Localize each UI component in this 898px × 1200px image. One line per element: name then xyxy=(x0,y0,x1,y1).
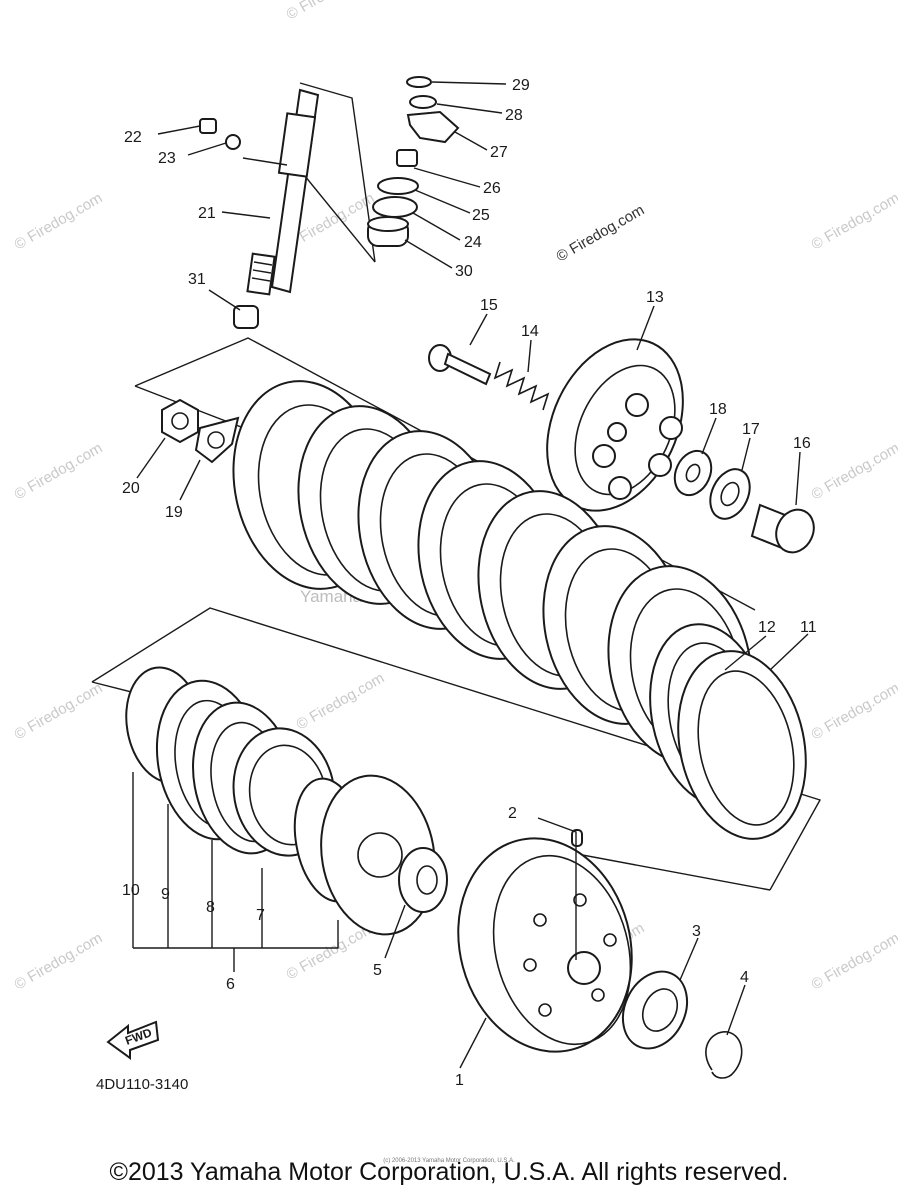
watermark: © Firedog.com xyxy=(12,929,106,993)
callout-11: 11 xyxy=(800,619,817,636)
circlip-4 xyxy=(705,1031,743,1079)
watermark: © Firedog.com xyxy=(554,201,648,265)
callout-29: 29 xyxy=(512,77,530,94)
pin-2 xyxy=(571,829,583,847)
callout-6: 6 xyxy=(226,976,235,993)
small-copyright: (c) 2006-2013 Yamaha Motor Corporation, … xyxy=(383,1158,515,1164)
nut-20 xyxy=(161,398,199,444)
copyright-footer: ©2013 Yamaha Motor Corporation, U.S.A. A… xyxy=(109,1158,789,1186)
callout-25: 25 xyxy=(472,207,490,224)
clutch-plate-stack xyxy=(232,380,753,765)
callout-21: 21 xyxy=(198,205,216,222)
clutch-boss-1 xyxy=(457,837,633,1053)
watermark: © Firedog.com xyxy=(12,679,106,743)
callout-27: 27 xyxy=(490,144,508,161)
callout-1: 1 xyxy=(455,1072,464,1089)
watermark: © Firedog.com xyxy=(284,0,378,23)
callout-20: 20 xyxy=(122,480,140,497)
fwd-arrow: FWD xyxy=(106,1020,160,1060)
callout-8: 8 xyxy=(206,899,215,916)
watermark: © Firedog.com xyxy=(294,669,388,733)
bearing-31 xyxy=(233,305,259,329)
watermark: © Firedog.com xyxy=(12,439,106,503)
callout-14: 14 xyxy=(521,323,539,340)
spring-14 xyxy=(493,361,550,411)
leader-lines xyxy=(132,81,809,1069)
callout-9: 9 xyxy=(161,886,170,903)
thrust-plate-5 xyxy=(398,847,448,913)
callout-3: 3 xyxy=(692,923,701,940)
watermark: © Firedog.com xyxy=(809,189,898,253)
bearing-17 xyxy=(709,468,751,520)
gear-3 xyxy=(621,970,689,1050)
push-rod-shaft xyxy=(246,88,320,296)
callout-5: 5 xyxy=(373,962,382,979)
lock-washer-19 xyxy=(194,416,240,464)
callout-18: 18 xyxy=(709,401,727,418)
watermark: © Firedog.com xyxy=(809,439,898,503)
watermark: © Firedog.com xyxy=(809,929,898,993)
callout-26: 26 xyxy=(483,180,501,197)
diagram-code: 4DU110-3140 xyxy=(96,1076,189,1093)
callout-12: 12 xyxy=(758,619,776,636)
callout-28: 28 xyxy=(505,107,523,124)
callout-23: 23 xyxy=(158,150,176,167)
callout-19: 19 xyxy=(165,504,183,521)
push-rod-16 xyxy=(750,503,815,554)
callout-4: 4 xyxy=(740,969,749,986)
washer-23 xyxy=(225,134,241,150)
watermark: © Firedog.com xyxy=(12,189,106,253)
watermark: © Firedog.com xyxy=(809,679,898,743)
callout-24: 24 xyxy=(464,234,482,251)
callout-7: 7 xyxy=(256,907,265,924)
callout-31: 31 xyxy=(188,271,206,288)
callout-13: 13 xyxy=(646,289,664,306)
callout-22: 22 xyxy=(124,129,142,146)
callout-2: 2 xyxy=(508,805,517,822)
bolt-15 xyxy=(428,344,492,386)
callout-30: 30 xyxy=(455,263,473,280)
callout-15: 15 xyxy=(480,297,498,314)
bolt-22 xyxy=(199,118,217,134)
callout-numbers: 1 2 3 4 5 6 7 8 9 10 11 12 13 14 15 16 1… xyxy=(122,77,817,1089)
primary-driven-gear-assembly xyxy=(125,666,436,936)
callout-16: 16 xyxy=(793,435,811,452)
callout-17: 17 xyxy=(742,421,760,438)
clutch-plate-11 xyxy=(677,650,807,840)
lever-assembly xyxy=(367,76,460,247)
callout-10: 10 xyxy=(122,882,140,899)
